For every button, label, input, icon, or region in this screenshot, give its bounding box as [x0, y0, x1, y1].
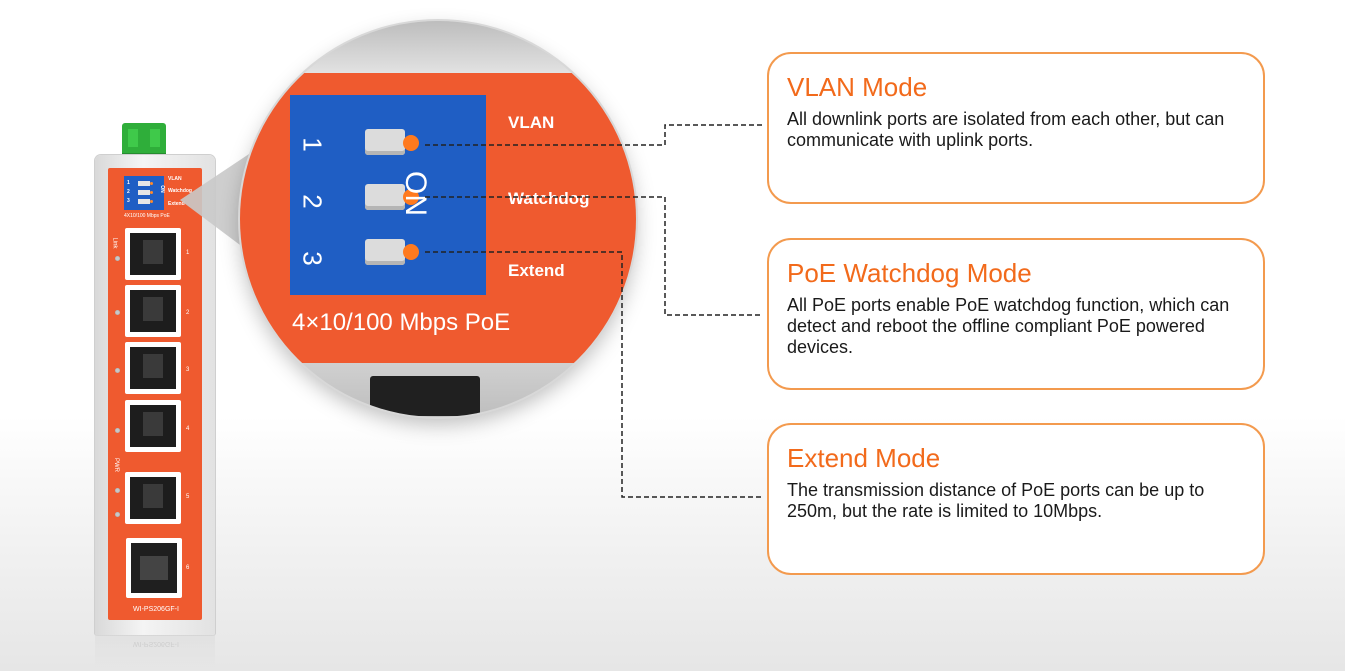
- sfp-port: [126, 538, 182, 598]
- terminal-block: [122, 123, 166, 159]
- callout-body: The transmission distance of PoE ports c…: [787, 480, 1205, 521]
- callout-poe-watchdog-mode: PoE Watchdog Mode All PoE ports enable P…: [767, 238, 1265, 390]
- callout-vlan-mode: VLAN Mode All downlink ports are isolate…: [767, 52, 1265, 204]
- mode-label-extend: Extend: [508, 261, 565, 280]
- callout-title: VLAN Mode: [787, 72, 928, 102]
- dip-indicator-2: [403, 189, 419, 205]
- rj45-port-3: [125, 342, 181, 394]
- dip-switch-1: [365, 129, 405, 155]
- led-indicator: [115, 368, 120, 373]
- poe-switch-device: 1 2 3 ON VLAN Watchdog Extend 4X10/100 M…: [0, 0, 260, 671]
- magnifier-housing-top: [240, 21, 636, 73]
- dip-indicator-3: [403, 244, 419, 260]
- led-indicator: [115, 512, 120, 517]
- callout-title: PoE Watchdog Mode: [787, 258, 1032, 288]
- led-indicator: [115, 256, 120, 261]
- rj45-port-5: [125, 472, 181, 524]
- rj45-port-1: [125, 228, 181, 280]
- port-number-5: 5: [186, 494, 190, 500]
- mode-label-watchdog: Watchdog: [508, 189, 590, 208]
- magnifier-speed-label: 4×10/100 Mbps PoE: [292, 309, 511, 336]
- callout-extend-mode: Extend Mode The transmission distance of…: [767, 423, 1265, 575]
- mini-dip-switch: [124, 176, 164, 210]
- leader-line-vlan: [425, 124, 762, 146]
- port-number-2: 2: [186, 310, 190, 316]
- port-number-1: 1: [186, 250, 190, 256]
- mode-label-vlan: VLAN: [508, 113, 555, 132]
- dip-switch-2: [365, 184, 405, 210]
- led-indicator: [115, 310, 120, 315]
- mini-label-vlan: VLAN: [168, 176, 182, 182]
- port-number-6: 6: [186, 565, 190, 571]
- port-number-4: 4: [186, 426, 190, 432]
- callout-title: Extend Mode: [787, 443, 941, 473]
- leader-line-extend: [425, 251, 762, 498]
- led-indicator: [115, 428, 120, 433]
- leader-line-watchdog: [425, 196, 762, 316]
- mini-speed-label: 4X10/100 Mbps PoE: [124, 213, 170, 219]
- magnifier-port-edge: [370, 376, 480, 416]
- device-reflection: [95, 635, 215, 671]
- magnifier-circle: 1 2 3 ON VLAN Watchdog Extend 4×10/100 M…: [240, 21, 636, 417]
- mini-label-watchdog: Watchdog: [168, 188, 192, 194]
- mini-label-extend: Extend: [168, 201, 185, 207]
- rj45-port-4: [125, 400, 181, 452]
- dip-switch-3: [365, 239, 405, 265]
- callout-body: All PoE ports enable PoE watchdog functi…: [787, 295, 1230, 357]
- mini-dip-number-3: 3: [127, 198, 130, 204]
- port-number-3: 3: [186, 367, 190, 373]
- rj45-port-2: [125, 285, 181, 337]
- dip-indicator-1: [403, 135, 419, 151]
- led-indicator: [115, 488, 120, 493]
- mini-dip-number-1: 1: [127, 180, 130, 186]
- callout-body: All downlink ports are isolated from eac…: [787, 109, 1225, 150]
- model-label: WI-PS206GF-I: [133, 606, 179, 613]
- mini-dip-number-2: 2: [127, 189, 130, 195]
